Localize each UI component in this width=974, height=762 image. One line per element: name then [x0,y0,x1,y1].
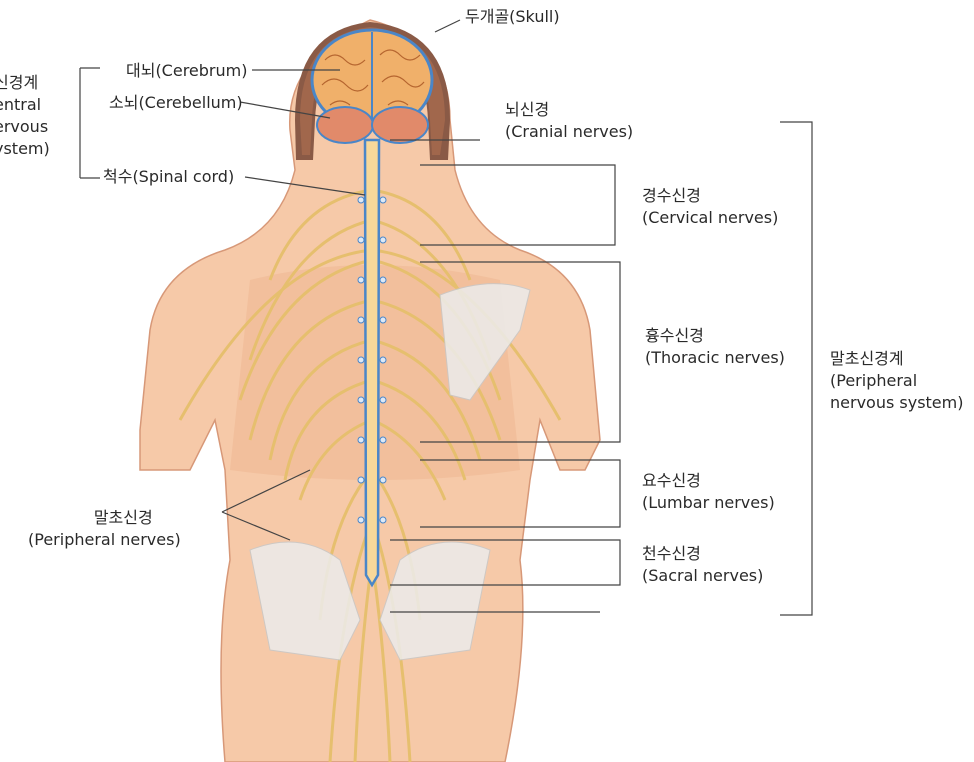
cns-line-1: 신경계 [0,72,74,94]
cranial-ko: 뇌신경 [505,99,633,121]
label-sacral-nerves: 천수신경 (Sacral nerves) [642,543,763,587]
sacral-en: (Sacral nerves) [642,565,763,587]
cns-line-4: ystem) [0,138,74,160]
sacral-ko: 천수신경 [642,543,763,565]
cerebellum-left [317,107,373,143]
label-cerebellum: 소뇌(Cerebellum) [109,92,243,114]
label-thoracic-nerves: 흉수신경 (Thoracic nerves) [645,325,785,369]
cervical-en: (Cervical nerves) [642,207,778,229]
peripheral-nerves-ko: 말초신경 [28,507,181,529]
cerebellum-right [372,107,428,143]
label-cervical-nerves: 경수신경 (Cervical nerves) [642,185,778,229]
label-skull: 두개골(Skull) [465,6,560,28]
label-peripheral-nerves: 말초신경 (Peripheral nerves) [28,507,181,551]
thoracic-ko: 흉수신경 [645,325,785,347]
cns-line-2: entral [0,94,74,116]
spinal-cord [365,140,379,585]
label-lumbar-nerves: 요수신경 (Lumbar nerves) [642,470,775,514]
cns-line-3: ervous [0,116,74,138]
label-cranial-nerves: 뇌신경 (Cranial nerves) [505,99,633,143]
peripheral-nerves-en: (Peripheral nerves) [28,529,181,551]
lumbar-en: (Lumbar nerves) [642,492,775,514]
pns-line-2: (Peripheral [830,370,963,392]
label-central-nervous-system: 신경계 entral ervous ystem) [0,72,74,160]
lumbar-ko: 요수신경 [642,470,775,492]
cranial-en: (Cranial nerves) [505,121,633,143]
pns-line-1: 말초신경계 [830,348,963,370]
label-cerebrum: 대뇌(Cerebrum) [126,60,247,82]
thoracic-en: (Thoracic nerves) [645,347,785,369]
label-peripheral-nervous-system: 말초신경계 (Peripheral nervous system) [830,348,963,414]
pns-line-3: nervous system) [830,392,963,414]
label-spinal-cord: 척수(Spinal cord) [103,166,234,188]
cervical-ko: 경수신경 [642,185,778,207]
